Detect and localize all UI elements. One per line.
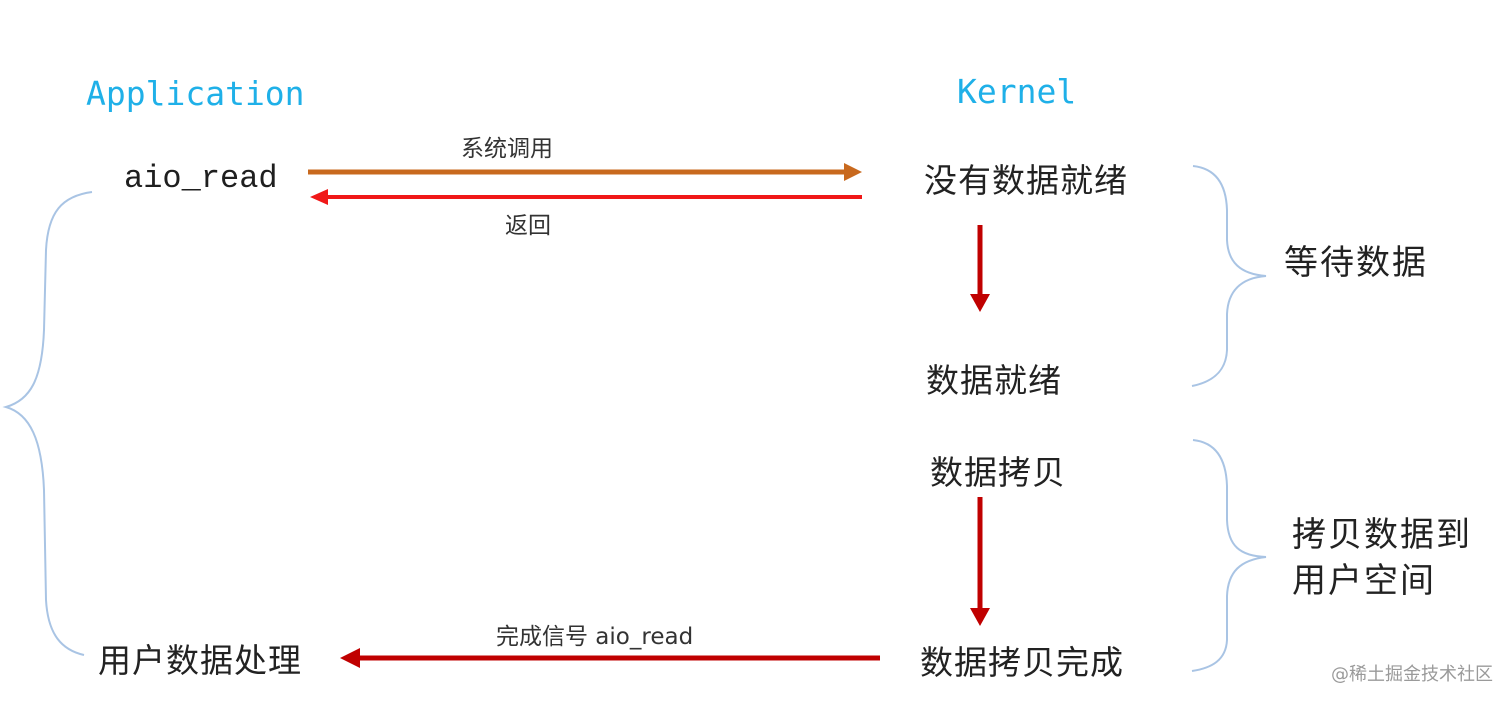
- phase-copy-line2: 用户空间: [1292, 561, 1436, 601]
- watermark: @稀土掘金技术社区: [1331, 664, 1493, 685]
- state-data-copy-done: 数据拷贝完成: [920, 643, 1124, 682]
- return-label: 返回: [505, 213, 551, 239]
- copy-data-brace-icon: [1191, 439, 1267, 672]
- down-arrow-wait: [970, 225, 990, 312]
- kernel-header: Kernel: [957, 72, 1077, 111]
- state-data-ready: 数据就绪: [926, 361, 1062, 400]
- phase-copy-line1: 拷贝数据到: [1292, 515, 1472, 555]
- down-arrow-copy: [970, 497, 990, 626]
- return-arrow: [310, 189, 862, 205]
- syscall-arrow: [308, 163, 862, 181]
- user-data-processing: 用户数据处理: [98, 641, 302, 680]
- aio-read-call: aio_read: [124, 160, 278, 197]
- application-header: Application: [86, 74, 305, 113]
- left-brace-icon: [2, 191, 93, 656]
- syscall-label: 系统调用: [461, 136, 553, 162]
- completion-signal-label: 完成信号 aio_read: [496, 624, 694, 650]
- wait-data-brace-icon: [1191, 165, 1267, 387]
- state-no-data-ready: 没有数据就绪: [924, 161, 1128, 200]
- state-data-copy: 数据拷贝: [930, 453, 1066, 492]
- phase-wait-data: 等待数据: [1284, 243, 1428, 283]
- completion-arrow: [340, 648, 880, 668]
